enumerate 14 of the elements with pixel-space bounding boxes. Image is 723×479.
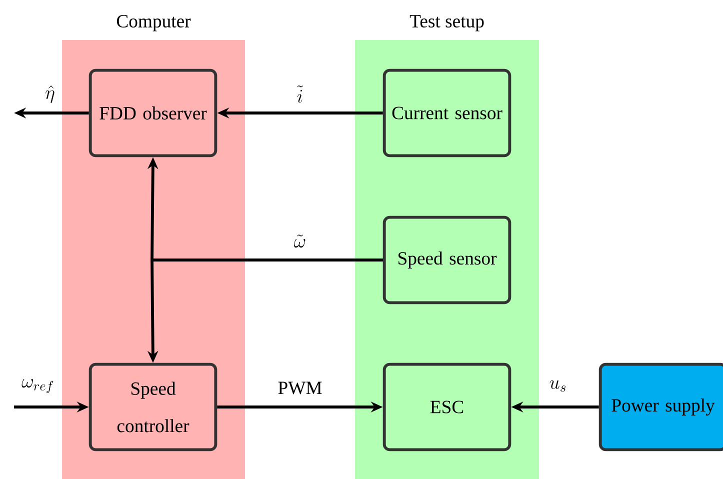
edge-label: PWM xyxy=(278,382,322,394)
band-heading: Test setup xyxy=(410,15,484,32)
edge-label: $\omega_{ref}$ xyxy=(22,378,54,394)
process-box: Current sensor xyxy=(382,68,512,158)
process-box: Power supply xyxy=(598,362,723,452)
edge-label: $\hat{\eta}$ xyxy=(46,85,54,103)
process-box: Speed controller xyxy=(88,362,218,452)
process-box: Speed sensor xyxy=(382,216,512,304)
band-heading: Computer xyxy=(116,14,191,32)
edge-label: $\tilde{\omega}$ xyxy=(294,234,306,248)
process-box: ESC xyxy=(382,362,512,452)
process-box: FDD observer xyxy=(88,68,218,158)
edge-label: $\tilde{i}$ xyxy=(296,85,304,103)
edge-label: $u_s$ xyxy=(550,380,566,392)
